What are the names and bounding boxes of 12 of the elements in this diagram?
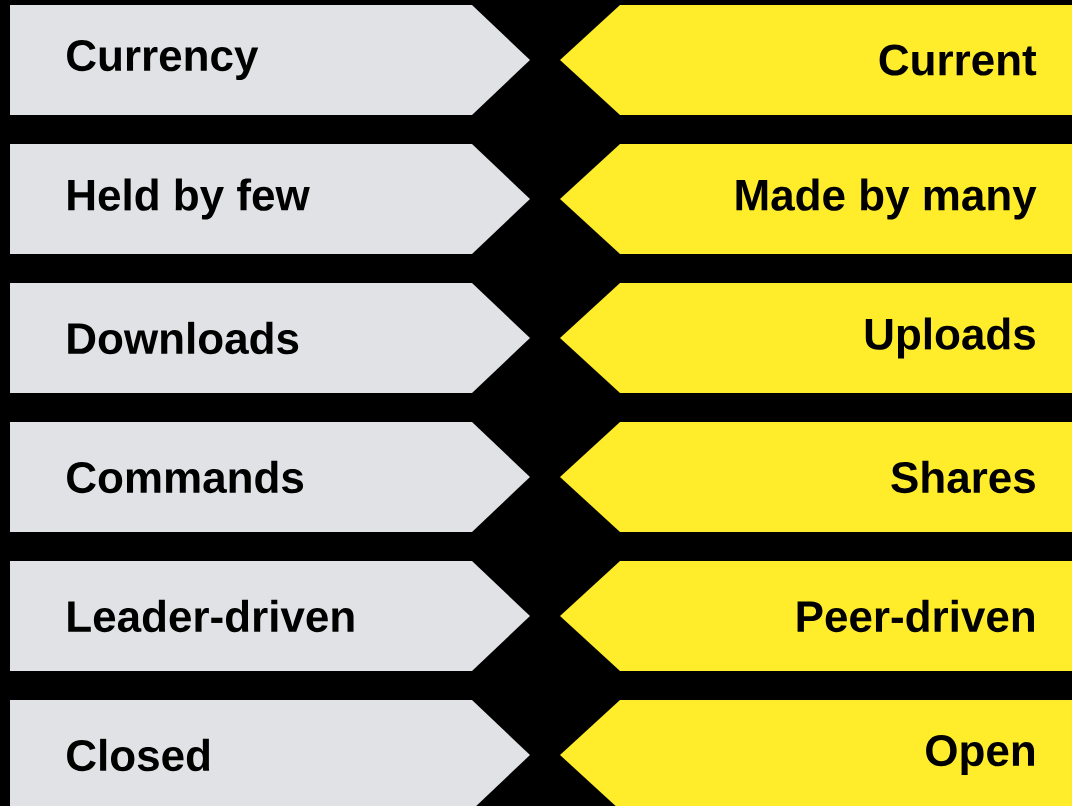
arrow-box: Shares [560, 422, 1072, 532]
arrow-box: Peer-driven [560, 561, 1072, 671]
arrow-box: Closed [10, 700, 530, 806]
arrow-box: Downloads [10, 283, 530, 393]
arrow-box: Commands [10, 422, 530, 532]
arrow-box: Open [560, 700, 1072, 806]
arrow-box: Made by many [560, 144, 1072, 254]
arrow-box: Held by few [10, 144, 530, 254]
arrow-box: Leader-driven [10, 561, 530, 671]
arrow-box: Uploads [560, 283, 1072, 393]
arrow-box: Current [560, 5, 1072, 115]
arrow-box: Currency [10, 5, 530, 115]
